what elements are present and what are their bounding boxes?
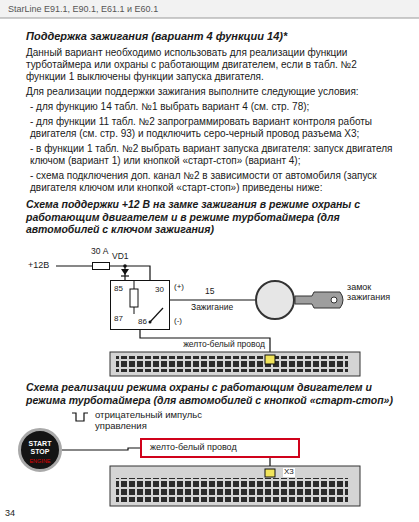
fuse: 30 А xyxy=(92,262,110,270)
section-heading: Схема реализации режима охраны с работаю… xyxy=(26,381,398,406)
node-text: 87 xyxy=(114,315,123,324)
node-text: 86 xyxy=(138,318,147,327)
node-text: ENGINE xyxy=(28,458,52,464)
relay-contact xyxy=(150,308,163,322)
key-hole xyxy=(331,297,337,303)
signal-note: отрицательный импульс управления xyxy=(95,410,225,432)
polarity-mark: (-) xyxy=(174,316,182,325)
node-text: замок зажигания xyxy=(347,283,409,303)
wire-line xyxy=(62,448,140,450)
header-rule xyxy=(0,18,419,19)
diode-bar xyxy=(121,275,129,276)
bullet-item: - схема подключения доп. канал №2 в зави… xyxy=(26,170,398,194)
polarity-mark: (+) xyxy=(174,282,184,291)
node-text: желто-белый провод xyxy=(150,443,237,453)
connector-pins xyxy=(116,356,348,372)
paragraph: Данный вариант необходимо использовать д… xyxy=(26,47,398,83)
contact-dot xyxy=(149,321,152,324)
bullet-item: - для функцию 14 табл. №1 выбрать вариан… xyxy=(26,101,398,113)
text-column: Поддержка зажигания (вариант 4 функции 1… xyxy=(26,30,398,239)
node-text: 30 А xyxy=(91,247,109,256)
unit-connector xyxy=(110,466,360,506)
wire-connector xyxy=(270,458,271,466)
relay-coil xyxy=(130,289,138,307)
highlight-pin xyxy=(265,355,275,364)
coil-lead xyxy=(134,307,135,314)
supply-label: +12В xyxy=(28,260,49,270)
header-bar xyxy=(0,0,419,18)
node-text: START STOP xyxy=(25,440,55,455)
bullet-item: - для функции 11 табл. №2 запрограммиров… xyxy=(26,116,398,140)
paragraph: Для реализации поддержки зажигания выпол… xyxy=(26,86,398,98)
page-title: Поддержка зажигания (вариант 4 функции 1… xyxy=(26,30,398,42)
wire-connector xyxy=(170,300,255,301)
unit-connector xyxy=(110,352,360,376)
power-wire xyxy=(56,265,92,266)
wire-number: 15 xyxy=(205,287,214,297)
wire-connector xyxy=(62,448,140,450)
connector-pins xyxy=(116,478,348,502)
start-stop-button: START STOP ENGINE xyxy=(18,428,62,472)
wire-line xyxy=(170,299,255,300)
section-heading: Схема поддержки +12 В на замке зажигания… xyxy=(26,198,398,236)
yellow-white-wire xyxy=(140,330,270,352)
edge-label: Зажигание xyxy=(190,303,234,313)
page-number: 34 xyxy=(5,508,15,518)
node-text: Х3 xyxy=(283,468,295,477)
ignition-lock: замок зажигания xyxy=(255,280,295,320)
diode-label: VD1 xyxy=(112,252,129,262)
diode-symbol xyxy=(121,269,129,275)
wire-label-box: желто-белый провод xyxy=(140,438,300,458)
wire-line xyxy=(269,458,270,466)
bullet-item: - в функции 1 табл. №2 выбрать вариант з… xyxy=(26,143,398,167)
page-header: StarLine E91.1, E90.1, E61.1 и E60.1 xyxy=(8,4,158,14)
connector-x3: Х3 xyxy=(110,466,360,506)
coil-lead xyxy=(134,280,135,289)
pulse-symbol xyxy=(72,413,88,421)
node-text: 30 xyxy=(155,286,164,295)
node-text: 85 xyxy=(114,285,123,294)
relay-box: 85 87 86 30 xyxy=(110,280,170,330)
ignition-key xyxy=(295,292,343,308)
wire-label: желто-белый провод xyxy=(183,340,265,350)
wire-line xyxy=(110,266,150,280)
wire-connector xyxy=(110,266,150,280)
highlight-pin xyxy=(265,469,275,477)
